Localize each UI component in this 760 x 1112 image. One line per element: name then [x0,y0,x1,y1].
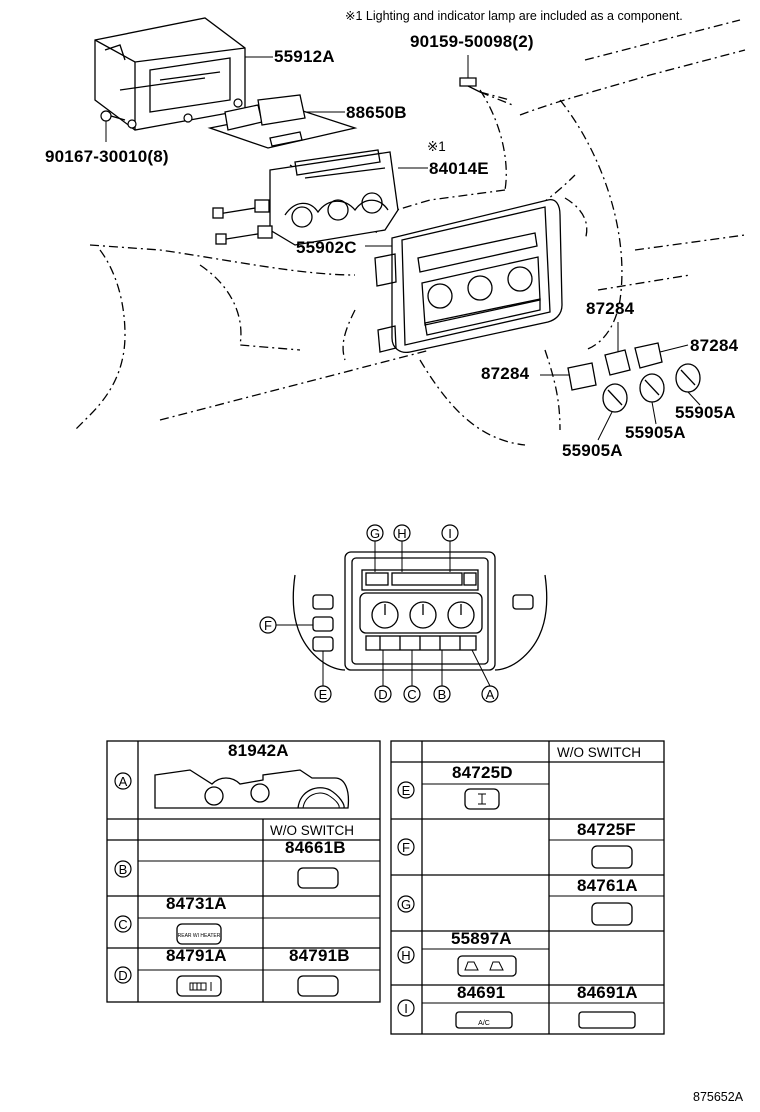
panel-letter-c: C [407,687,416,702]
knob-illustration [602,363,701,413]
panel-letter-h: H [397,526,406,541]
callout-knob-3: 55905A [562,441,623,460]
row-letter-e: E [402,783,411,798]
module-illustration [207,94,358,149]
part-84725f: 84725F [577,820,636,839]
callout-screw-right: 90159-50098(2) [410,32,534,51]
panel-letter-b: B [438,687,447,702]
callout-control-assy: 84014E [429,159,489,178]
row-letter-h: H [401,948,410,963]
part-84661b: 84661B [285,838,346,857]
callout-bracket: 55912A [274,47,335,66]
row-letter-i: I [404,1001,408,1016]
row-letter-f: F [402,840,410,855]
screw-icon [459,77,481,93]
part-84761a: 84761A [577,876,638,895]
callout-screw-left: 90167-30010(8) [45,147,169,166]
row-letter-b: B [119,862,128,877]
wo-switch-header-left: W/O SWITCH [270,823,354,838]
blank-cover-icon [297,975,339,997]
callout-panel: 55902C [296,238,357,257]
panel-letter-d: D [378,687,387,702]
part-84725d: 84725D [452,763,513,782]
front-panel-view [292,551,548,671]
seat-heater-switch-icon [464,788,500,810]
callout-knob-1: 55905A [675,403,736,422]
bracket-illustration [94,17,246,131]
ac-switch-label: A/C [478,1020,490,1027]
part-84691: 84691 [457,983,505,1002]
table-right [390,740,665,1035]
blank-cover-icon [591,902,633,926]
screw-icon [100,110,126,122]
dashboard-outline [74,19,746,446]
callout-knob-base-2: 87284 [690,336,739,355]
heater-panel-part-image [154,769,350,809]
component-note: ※1 Lighting and indicator lamp are inclu… [345,9,683,23]
panel-letter-g: G [370,526,380,541]
part-84791b: 84791B [289,946,350,965]
callout-note-mark: ※1 [427,139,446,154]
panel-letter-e: E [319,687,328,702]
control-assy-illustration [212,149,399,246]
defogger-switch-icon [176,975,222,997]
table-left [106,740,381,1003]
wo-switch-header-right: W/O SWITCH [557,745,641,760]
blank-cover-icon [591,845,633,869]
part-84731a: 84731A [166,894,227,913]
blank-cover-icon [578,1011,636,1029]
callout-module: 88650B [346,103,407,122]
callout-knob-2: 55905A [625,423,686,442]
panel-letter-i: I [448,526,452,541]
row-letter-g: G [401,897,411,912]
blank-cover-icon [297,867,339,889]
diagram-code: 875652A [693,1090,744,1104]
row-letter-d: D [118,968,127,983]
panel-letter-a: A [486,687,495,702]
callout-knob-base-3: 87284 [481,364,530,383]
part-55897a: 55897A [451,929,512,948]
part-84791a: 84791A [166,946,227,965]
mode-switch-icon [457,955,517,977]
panel-illustration [374,199,563,354]
callout-knob-base-1: 87284 [586,299,635,318]
rear-heater-switch-icon [176,923,222,945]
panel-letter-f: F [264,618,272,633]
rear-heater-switch-text: REAR WI HEATER [178,933,221,939]
row-letter-a: A [119,774,128,789]
part-81942a: 81942A [228,741,289,760]
row-letter-c: C [118,917,127,932]
part-84691a: 84691A [577,983,638,1002]
ac-switch-icon [455,1011,513,1029]
